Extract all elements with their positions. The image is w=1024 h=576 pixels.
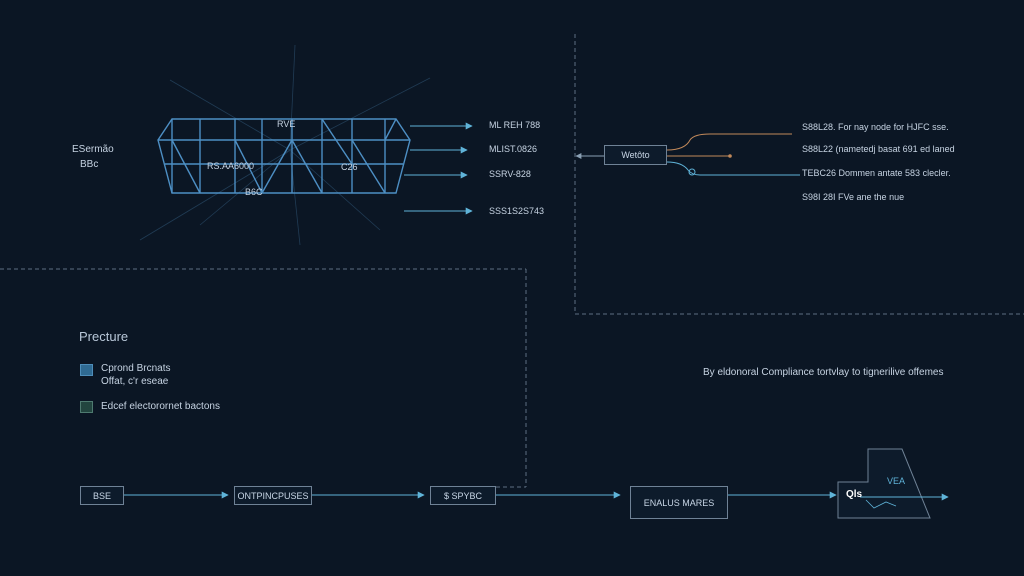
legend-swatch-blue <box>80 364 93 376</box>
diagram-caption: By eldonoral Compliance tortvlay to tign… <box>703 367 944 378</box>
truss-structure <box>157 118 411 194</box>
truss-side-label-bottom: BBc <box>80 159 99 170</box>
legend-swatch-teal <box>80 401 93 413</box>
right-note-2: S88L22 (nametedj basat 691 ed laned <box>802 144 955 154</box>
flow-end-label-right: VEA <box>887 476 906 486</box>
truss-label-mid: RS.AA6000 <box>207 161 255 171</box>
truss-glow-rays <box>139 44 431 246</box>
truss-label-top: RVE <box>277 119 296 129</box>
legend-item-blue-line2: Offat, c'r eseae <box>101 376 169 387</box>
legend-item-blue-line1: Cprond Brcnats <box>101 363 171 374</box>
truss-side-label-top: ESermão <box>72 144 114 155</box>
right-diagram-connectors <box>575 133 800 176</box>
dashed-dividers <box>0 34 1024 488</box>
flow-end-label-left: Qls <box>846 489 863 500</box>
flow-end-shape <box>837 448 949 519</box>
truss-output-label-1: ML REH 788 <box>489 120 541 130</box>
flow-step-4: ENALUS MARES <box>630 486 728 519</box>
legend-title: Precture <box>79 329 129 344</box>
flow-step-1: BSE <box>80 486 124 505</box>
right-source-box: Wetôto <box>604 145 667 165</box>
truss-output-arrows <box>404 122 473 215</box>
right-note-1: S88L28. For nay node for HJFC sse. <box>802 122 949 132</box>
flow-step-3: $ SPYBC <box>430 486 496 505</box>
truss-output-label-4: SSS1S2S743 <box>489 206 545 216</box>
right-note-4: S98I 28I FVe ane the nue <box>802 192 905 202</box>
truss-label-bottom: B6C <box>245 187 263 197</box>
truss-output-label-2: MLIST.0826 <box>489 144 538 154</box>
flow-step-2: ONTPINCPUSES <box>234 486 312 505</box>
truss-label-right: C26 <box>341 162 358 172</box>
right-note-3: TEBC26 Dommen antate 583 clecler. <box>802 168 951 178</box>
legend-item-teal: Edcef electorornet bactons <box>101 401 220 412</box>
truss-output-label-3: SSRV-828 <box>489 169 531 179</box>
